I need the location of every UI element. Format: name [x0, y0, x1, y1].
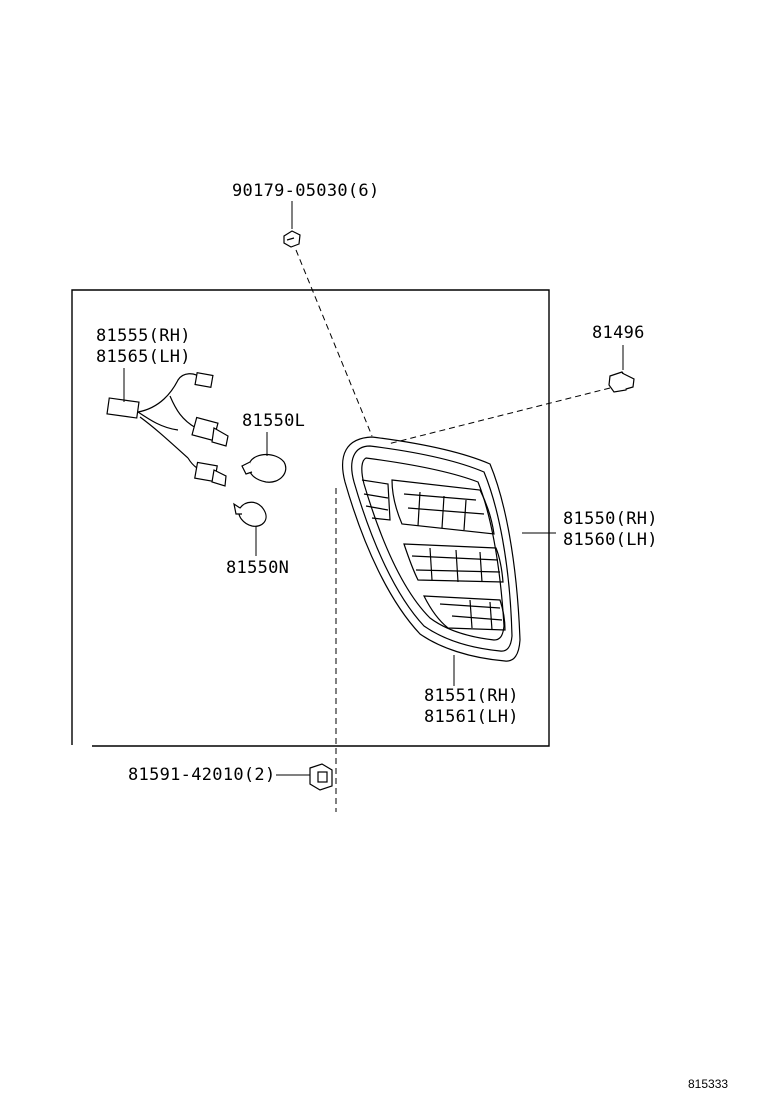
assembly-frame [71, 289, 550, 747]
label-socket-wire-rh[interactable]: 81555(RH) [96, 326, 191, 346]
bulb-l-icon[interactable] [241, 453, 287, 483]
label-clip[interactable]: 81496 [592, 323, 645, 343]
tail-lamp-icon[interactable] [341, 436, 521, 662]
bulb-n-icon[interactable] [233, 501, 267, 527]
screw-dashed-line [295, 249, 373, 437]
label-lamp-lh[interactable]: 81560(LH) [563, 530, 658, 550]
clip-icon[interactable] [608, 371, 635, 393]
label-nut[interactable]: 81591-42010(2) [128, 765, 276, 785]
screw-icon[interactable] [283, 230, 301, 248]
label-lens-rh[interactable]: 81551(RH) [424, 686, 519, 706]
label-bulb-n[interactable]: 81550N [226, 558, 290, 578]
nut-icon[interactable] [309, 763, 333, 791]
label-socket-wire-lh[interactable]: 81565(LH) [96, 347, 191, 367]
diagram-id: 815333 [688, 1077, 729, 1091]
clip-dashed-line [387, 387, 611, 445]
label-bulb-l[interactable]: 81550L [242, 411, 306, 431]
socket-wire-icon[interactable] [106, 372, 229, 487]
label-lamp-rh[interactable]: 81550(RH) [563, 509, 658, 529]
label-screw[interactable]: 90179-05030(6) [232, 181, 380, 201]
label-lens-lh[interactable]: 81561(LH) [424, 707, 519, 727]
